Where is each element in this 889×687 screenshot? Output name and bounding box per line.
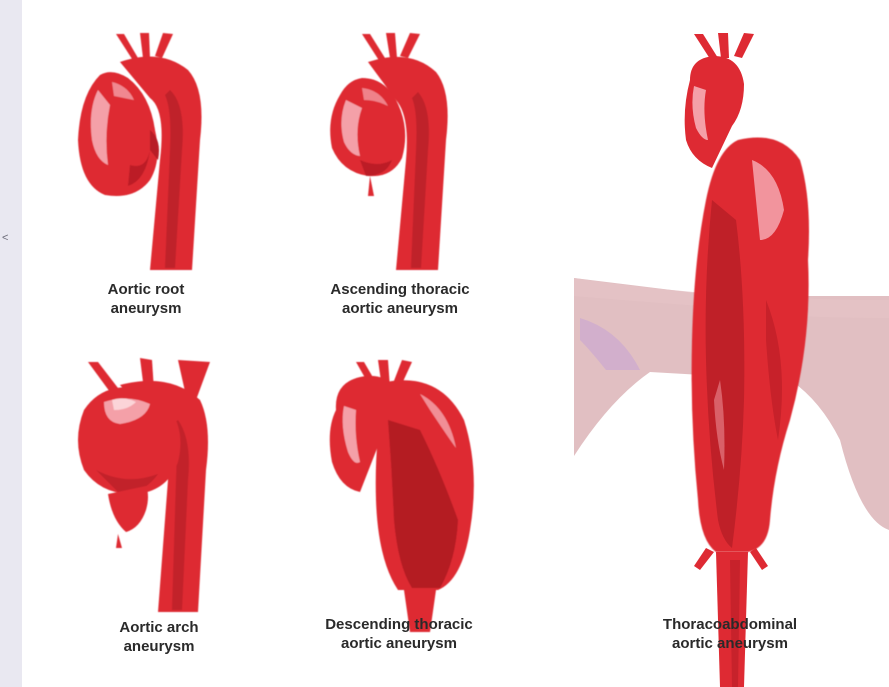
- caption-aortic-arch: Aortic arch aneurysm: [94, 618, 224, 656]
- descending-thoracic-aneurysm-figure: [330, 360, 474, 632]
- aortic-root-aneurysm-figure: [78, 33, 202, 270]
- caption-aortic-root: Aortic root aneurysm: [86, 280, 206, 318]
- ascending-thoracic-aneurysm-figure: [330, 33, 447, 270]
- caption-descending-thoracic: Descending thoracic aortic aneurysm: [296, 615, 502, 653]
- aortic-arch-aneurysm-figure: [78, 358, 210, 612]
- thoracoabdominal-aneurysm-figure: [574, 33, 889, 687]
- caption-ascending-thoracic: Ascending thoracic aortic aneurysm: [300, 280, 500, 318]
- caption-thoracoabdominal: Thoracoabdominal aortic aneurysm: [630, 615, 830, 653]
